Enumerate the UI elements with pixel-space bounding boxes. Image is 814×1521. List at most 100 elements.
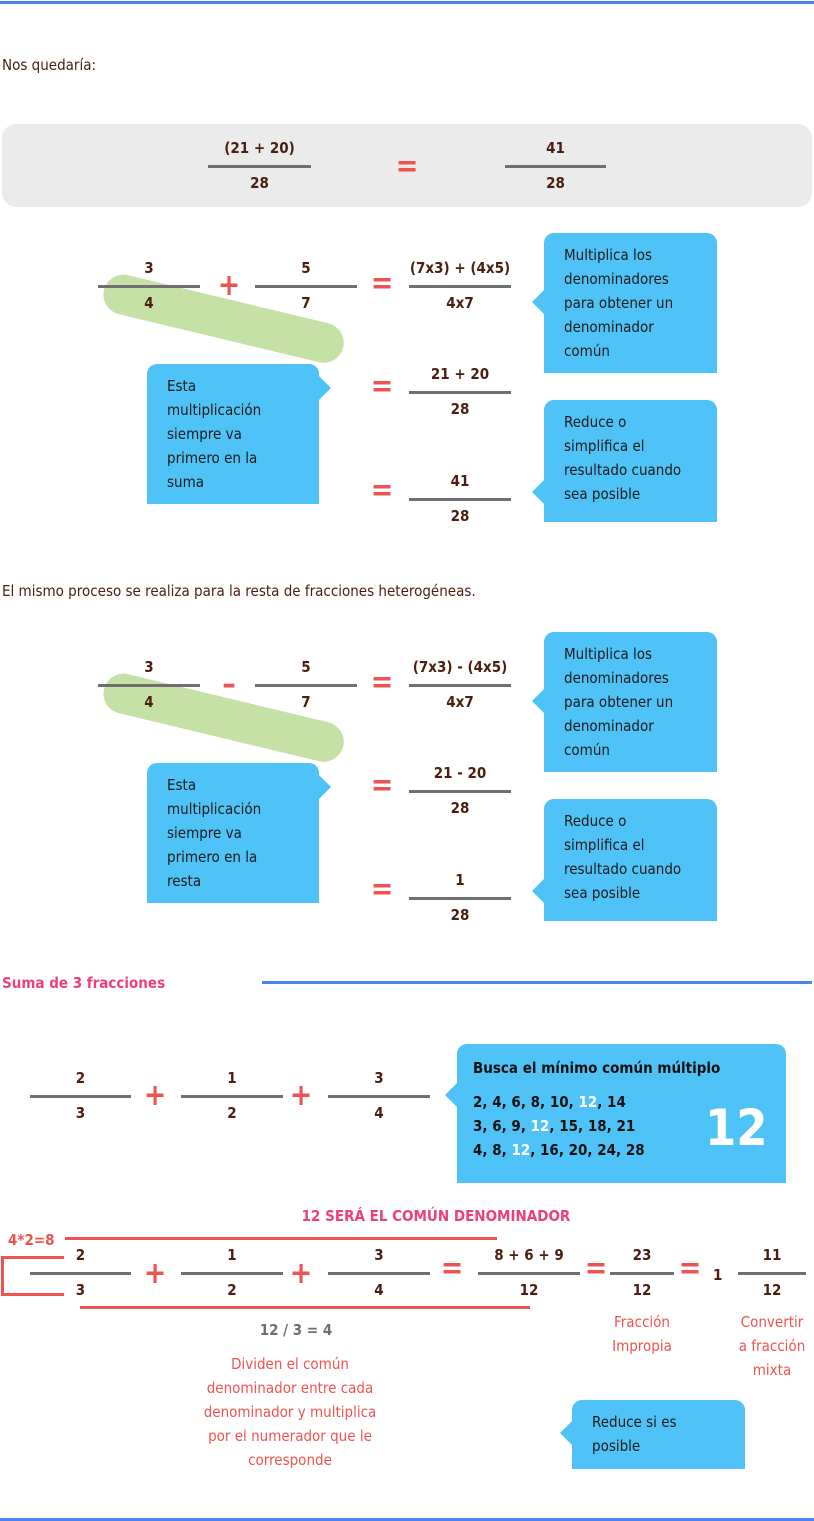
fraction-bar <box>409 391 511 394</box>
fraction-bar <box>181 1095 283 1098</box>
explanation-line: por el numerador que le <box>208 1427 372 1445</box>
numerator: 1 <box>227 1246 237 1264</box>
label-line: Fracción <box>614 1313 670 1331</box>
denominator: 28 <box>450 400 470 418</box>
equals-sign: = <box>678 1251 702 1286</box>
fraction-bar <box>30 1095 131 1098</box>
section-heading: Suma de 3 fracciones <box>2 974 166 992</box>
box-line: resultado cuando <box>564 860 682 878</box>
numerator: (21 + 20) <box>224 139 295 157</box>
fraction-bar <box>505 165 606 168</box>
fraction-bar <box>98 285 200 288</box>
denominator: 4 <box>144 693 154 711</box>
fraction-bar <box>409 897 511 900</box>
fraction-bar <box>30 1272 131 1275</box>
numerator: 11 <box>762 1246 782 1264</box>
common-denominator-label: 12 SERÁ EL COMÚN DENOMINADOR <box>301 1207 571 1225</box>
box-line: denominador <box>564 318 654 336</box>
box-line: denominadores <box>564 669 669 687</box>
numerator: 1 <box>227 1069 237 1087</box>
mixed-whole: 1 <box>713 1266 723 1284</box>
intro-text: Nos quedaría: <box>2 56 97 74</box>
callout-arrow <box>445 1083 457 1107</box>
numerator: 2 <box>75 1069 86 1087</box>
result-fraction: 41 28 <box>409 469 511 529</box>
top-bracket-line <box>65 1237 497 1240</box>
summary-left-fraction: (21 + 20)28 <box>208 136 311 196</box>
box-line: Reduce si es <box>592 1413 677 1431</box>
box-line: sea posible <box>564 485 641 503</box>
callout-arrow <box>560 1421 572 1445</box>
numerator: 5 <box>301 658 311 676</box>
fraction-bar <box>409 285 511 288</box>
plus-sign: + <box>289 1256 313 1291</box>
mcm-title: Busca el mínimo común múltiplo <box>473 1059 721 1077</box>
box-line: simplifica el <box>564 437 645 455</box>
equals-sign: = <box>584 1251 608 1286</box>
fraction-bar <box>610 1272 674 1275</box>
denominator: 28 <box>450 906 470 924</box>
fraction-bar <box>328 1272 430 1275</box>
denominator: 28 <box>450 507 470 525</box>
equals-sign: = <box>370 473 394 508</box>
callout-arrow <box>532 689 544 713</box>
equals-sign: = <box>440 1251 464 1286</box>
box-line: Multiplica los <box>564 246 653 264</box>
operator: + <box>217 268 241 303</box>
multiples-row: 4, 8, 12, 16, 20, 24, 28 <box>473 1138 770 1162</box>
denominator: 3 <box>75 1104 86 1122</box>
box-line: simplifica el <box>564 836 645 854</box>
multiples-row: 2, 4, 6, 8, 10, 12, 14 <box>473 1090 770 1114</box>
multiples-row: 3, 6, 9, 12, 15, 18, 21 <box>473 1114 770 1138</box>
numerator: 41 <box>450 472 470 490</box>
multiples-text: 3, 6, 9, <box>473 1117 531 1135</box>
callout-arrow <box>532 290 544 314</box>
fraction-bar <box>181 1272 283 1275</box>
numerator: 1 <box>455 871 465 889</box>
box-line: Multiplica los <box>564 645 653 663</box>
fraction-bar <box>328 1095 430 1098</box>
box-line: posible <box>592 1437 641 1455</box>
denominator: 4x7 <box>446 693 474 711</box>
denominator: 28 <box>546 174 565 192</box>
denominator: 4 <box>144 294 154 312</box>
label-line: Convertir <box>740 1313 804 1331</box>
box-line: primero en la <box>167 449 258 467</box>
callout-arrow <box>319 775 331 799</box>
multiples-text: 4, 8, <box>473 1141 512 1159</box>
denominator: 12 <box>519 1281 539 1299</box>
callout-reduce-possible: Reduce si es posible <box>560 1400 745 1469</box>
denominator: 7 <box>301 294 311 312</box>
numerator: 3 <box>374 1246 384 1264</box>
multiples-text: , 16, 20, 24, 28 <box>530 1141 645 1159</box>
plus-sign: + <box>143 1078 167 1113</box>
box-line: para obtener un <box>564 693 674 711</box>
box-line: Reduce o <box>564 413 627 431</box>
box-line: Reduce o <box>564 812 627 830</box>
fraction-bar <box>208 165 311 168</box>
fraction-bar <box>478 1272 580 1275</box>
numerator: 3 <box>144 658 154 676</box>
label-line: mixta <box>752 1361 792 1379</box>
box-line: Esta <box>167 377 197 395</box>
fraction-bar <box>409 684 511 687</box>
box-line: resultado cuando <box>564 461 682 479</box>
denominator: 28 <box>450 799 470 817</box>
numerator: 3 <box>374 1069 384 1087</box>
label-line: Impropia <box>612 1337 672 1355</box>
denominator: 7 <box>301 693 311 711</box>
numerator: 23 <box>632 1246 652 1264</box>
highlight-multiple: 12 <box>530 1117 550 1135</box>
